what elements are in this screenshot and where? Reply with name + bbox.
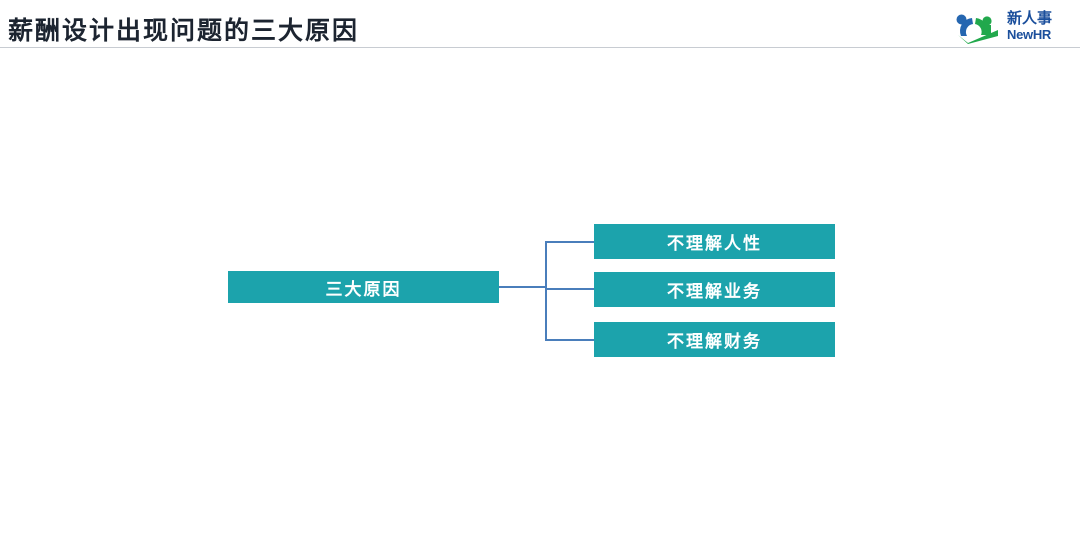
connector-root-stub: [499, 286, 545, 288]
logo-name-en: NewHR: [1007, 27, 1052, 42]
node-branch-1[interactable]: 不理解人性: [594, 224, 835, 259]
brand-logo: 新人事 NewHR: [952, 8, 1070, 46]
connector-vertical-spine: [545, 241, 547, 340]
people-check-logo-icon: [952, 10, 1004, 44]
logo-name-cn: 新人事: [1007, 10, 1053, 27]
page-title: 薪酬设计出现问题的三大原因: [8, 18, 360, 45]
connector-branch-1: [545, 241, 594, 243]
slide-header: 薪酬设计出现问题的三大原因 新人事 NewHR: [0, 0, 1080, 50]
node-root[interactable]: 三大原因: [228, 271, 499, 303]
node-branch-2[interactable]: 不理解业务: [594, 272, 835, 307]
header-divider: [0, 47, 1080, 48]
connector-branch-2: [545, 288, 594, 290]
logo-wordmark: 新人事 NewHR: [1007, 11, 1069, 44]
connector-branch-3: [545, 339, 594, 341]
node-branch-3[interactable]: 不理解财务: [594, 322, 835, 357]
